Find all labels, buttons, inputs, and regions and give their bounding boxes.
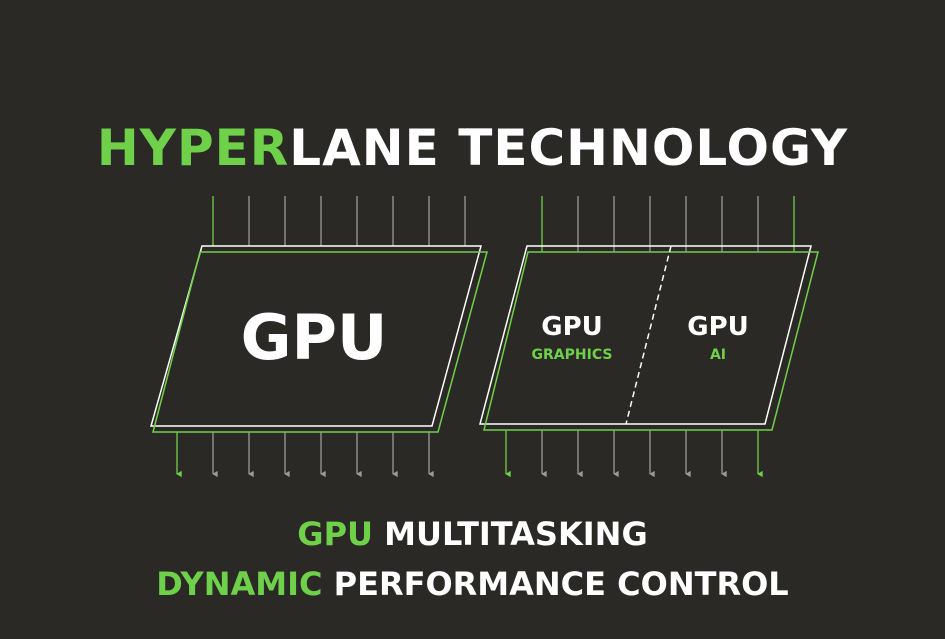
right-block-divider	[625, 245, 672, 425]
lane-lines	[176, 196, 795, 478]
feature-line-performance: DYNAMIC PERFORMANCE CONTROL	[0, 564, 945, 604]
left-gpu-label: GPU	[241, 301, 388, 374]
graphics-sub-label: GRAPHICS	[532, 347, 613, 363]
left-gpu-block: GPU	[150, 245, 488, 433]
slide-title: HYPERLANE TECHNOLOGY	[0, 118, 945, 178]
title-accent: HYPER	[96, 119, 290, 177]
feature-2-accent: DYNAMIC	[156, 565, 323, 603]
feature-2-rest: PERFORMANCE CONTROL	[322, 565, 789, 603]
ai-gpu-label: GPU	[687, 312, 749, 342]
ai-sub-label: AI	[710, 347, 726, 363]
feature-1-accent: GPU	[297, 515, 373, 553]
right-block-white-outline	[479, 245, 812, 425]
right-block-green-outline	[483, 251, 819, 431]
feature-line-multitasking: GPU MULTITASKING	[0, 514, 945, 554]
feature-1-rest: MULTITASKING	[373, 515, 648, 553]
left-block-white-outline	[150, 245, 482, 427]
title-rest: LANE TECHNOLOGY	[289, 119, 849, 177]
left-block-green-outline	[152, 251, 488, 433]
graphics-gpu-label: GPU	[541, 312, 603, 342]
right-gpu-block: GPU GRAPHICS GPU AI	[479, 245, 819, 431]
